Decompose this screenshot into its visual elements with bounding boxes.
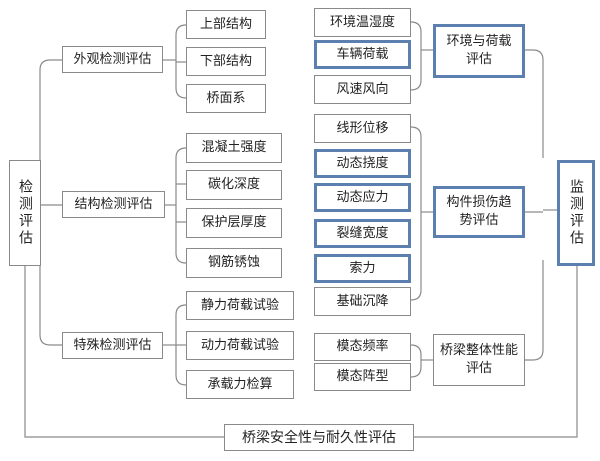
item-wind-speed-direction: 风速风向 — [314, 75, 411, 104]
structural-inspection: 结构检测评估 — [62, 191, 165, 218]
item-substructure: 下部结构 — [186, 47, 266, 76]
bottom-safety-durability: 桥梁安全性与耐久性评估 — [224, 424, 414, 451]
item-foundation-settlement: 基础沉降 — [314, 287, 411, 316]
item-dynamic-load-test: 动力荷载试验 — [186, 331, 294, 360]
item-vehicle-load: 车辆荷载 — [314, 40, 411, 69]
bridge-overall-performance-eval: 桥梁整体性能评估 — [433, 334, 525, 386]
item-modal-frequency: 模态频率 — [314, 333, 411, 361]
appearance-inspection: 外观检测评估 — [62, 46, 163, 73]
item-cover-thickness: 保护层厚度 — [186, 208, 282, 238]
item-concrete-strength: 混凝土强度 — [186, 133, 282, 163]
inspection-root: 检测评估 — [9, 160, 41, 266]
item-carbonation-depth: 碳化深度 — [186, 170, 282, 200]
item-alignment-displacement: 线形位移 — [314, 114, 411, 143]
environment-load-eval: 环境与荷载评估 — [433, 24, 525, 78]
item-capacity-check: 承载力检算 — [186, 370, 294, 399]
item-mode-shape: 模态阵型 — [314, 363, 411, 391]
item-static-load-test: 静力荷载试验 — [186, 291, 294, 320]
item-dynamic-stress: 动态应力 — [314, 183, 411, 212]
component-damage-trend-eval: 构件损伤趋势评估 — [433, 186, 525, 238]
item-cable-force: 索力 — [314, 254, 411, 283]
item-dynamic-deflection: 动态挠度 — [314, 149, 411, 178]
item-superstructure: 上部结构 — [186, 10, 266, 39]
item-crack-width: 裂缝宽度 — [314, 219, 411, 248]
monitoring-root: 监测评估 — [557, 160, 595, 266]
item-env-temp-humidity: 环境温湿度 — [314, 8, 411, 37]
item-deck-system: 桥面系 — [186, 84, 266, 113]
item-rebar-corrosion: 钢筋锈蚀 — [186, 248, 282, 278]
special-inspection: 特殊检测评估 — [62, 332, 163, 359]
